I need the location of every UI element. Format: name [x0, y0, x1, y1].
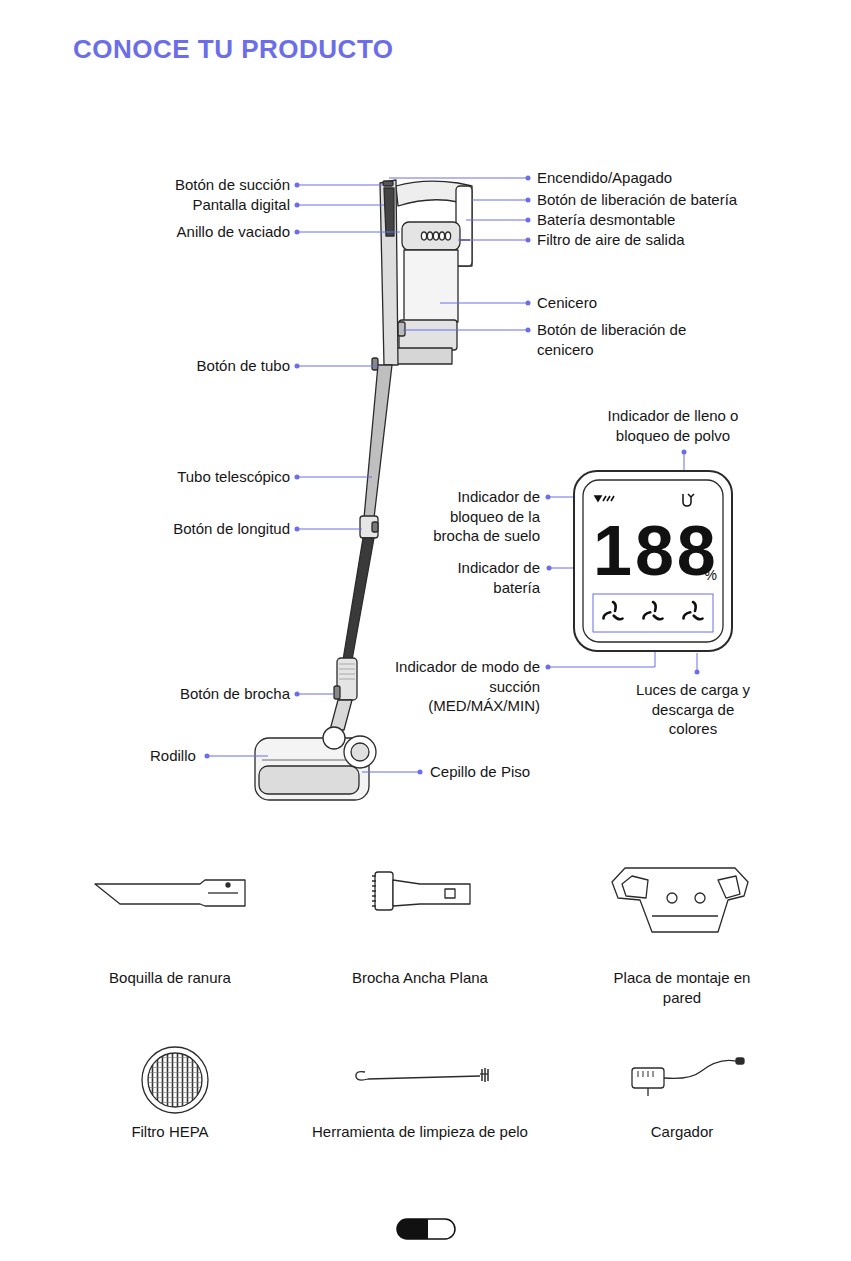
part-label: Botón de brocha: [100, 684, 290, 704]
accessory-caption: Filtro HEPA: [60, 1122, 280, 1142]
mode-box: [593, 594, 713, 632]
part-label: Indicador de bloqueo de la brocha de sue…: [400, 487, 540, 546]
part-label: Botón de liberación de batería: [537, 190, 842, 210]
fan-icon: [642, 602, 662, 621]
part-label: Indicador de batería: [430, 558, 540, 597]
part-label: Indicador de lleno o bloqueo de polvo: [588, 406, 758, 445]
part-label: Botón de longitud: [100, 519, 290, 539]
fan-icon: [602, 602, 622, 621]
accessories: [95, 868, 748, 1113]
fan-icon: [682, 602, 702, 621]
brush-lock-icon: [595, 496, 614, 501]
part-label: Rodillo: [150, 746, 230, 766]
battery-percent: 188: [593, 516, 719, 586]
part-label: Pantalla digital: [100, 195, 290, 215]
accessory-caption: Brocha Ancha Plana: [310, 968, 530, 988]
accessory-caption: Herramienta de limpieza de pelo: [280, 1122, 560, 1142]
accessory-caption: Cargador: [582, 1122, 782, 1142]
part-label: Luces de carga y descarga de colores: [626, 680, 761, 739]
page-marker-fill: [397, 1219, 428, 1239]
page-title: CONOCE TU PRODUCTO: [73, 34, 394, 65]
part-label: Encendido/Apagado: [537, 168, 787, 188]
accessory-caption: Placa de montaje en pared: [602, 968, 762, 1007]
percent-sign: %: [705, 568, 717, 582]
page-marker: [397, 1219, 455, 1239]
part-label: Botón de succión: [100, 175, 290, 195]
part-label: Botón de liberación de cenicero: [537, 320, 727, 359]
accessory-caption: Boquilla de ranura: [60, 968, 280, 988]
part-label: Filtro de aire de salida: [537, 230, 787, 250]
dust-full-icon: [683, 494, 694, 506]
part-label: Tubo telescópico: [100, 467, 290, 487]
digital-display: 188%: [573, 470, 733, 652]
part-label: Cenicero: [537, 293, 737, 313]
part-label: Botón de tubo: [100, 356, 290, 376]
display-inner-frame: [583, 480, 723, 642]
part-label: Anillo de vaciado: [100, 222, 290, 242]
part-label: Indicador de modo de succión (MED/MÁX/MI…: [390, 657, 540, 716]
part-label: Cepillo de Piso: [430, 762, 590, 782]
part-label: Batería desmontable: [537, 210, 787, 230]
